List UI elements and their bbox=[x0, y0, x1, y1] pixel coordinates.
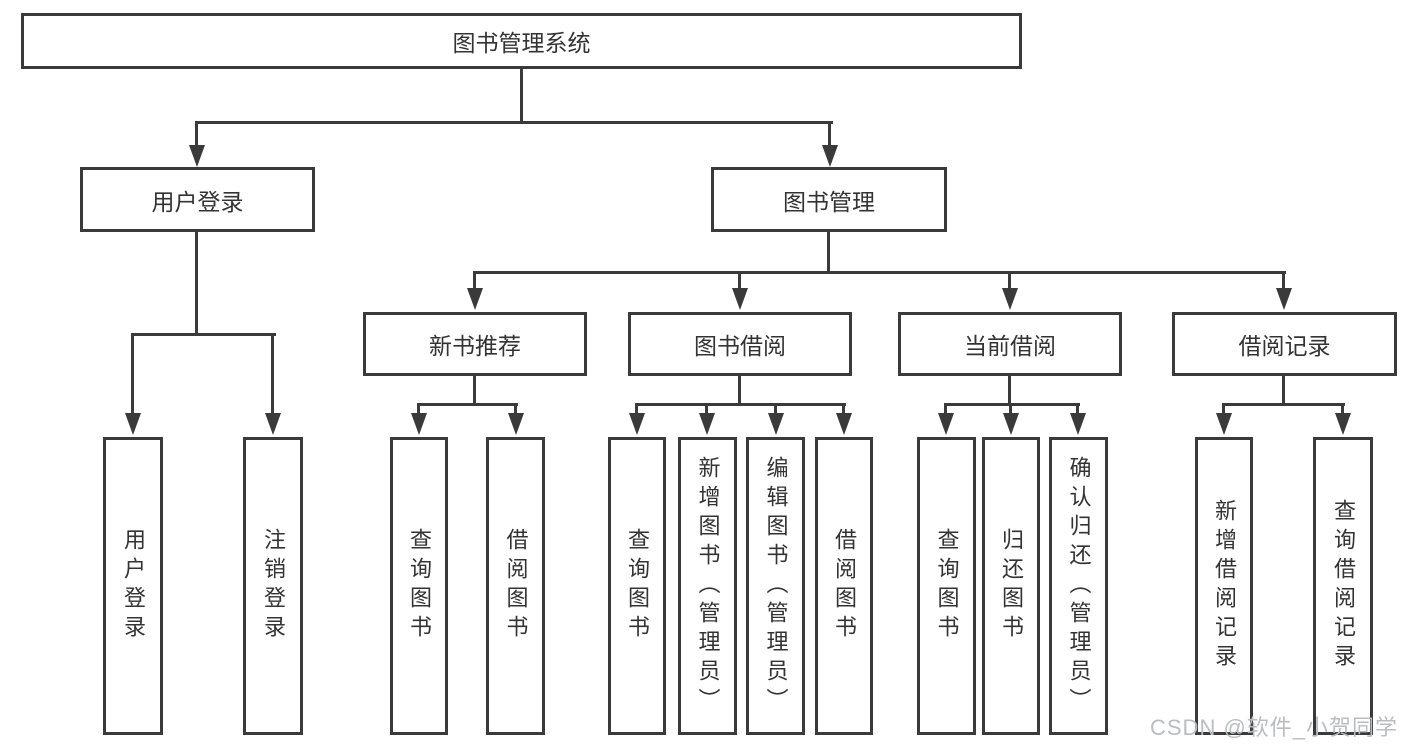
arrow-down-icon bbox=[508, 413, 524, 435]
node-bb-add-books-admin: 新增图书（管理员） bbox=[678, 437, 737, 735]
node-bb-edit-books-admin: 编辑图书（管理员） bbox=[746, 437, 805, 735]
node-cb-query-books: 查询图书 bbox=[917, 437, 976, 735]
node-borrowing-records: 借阅记录 bbox=[1172, 312, 1397, 376]
connector-line bbox=[417, 403, 420, 416]
arrow-down-icon bbox=[836, 413, 852, 435]
arrow-down-icon bbox=[732, 288, 748, 310]
connector-line bbox=[131, 333, 134, 415]
connector-line bbox=[1222, 403, 1225, 416]
node-cb-return-books: 归还图书 bbox=[982, 437, 1040, 735]
node-user-login: 用户登录 bbox=[80, 167, 315, 232]
connector-line bbox=[842, 403, 845, 416]
connector-line bbox=[1222, 403, 1345, 406]
connector-line bbox=[1282, 271, 1285, 291]
connector-line bbox=[738, 271, 741, 291]
node-nb-query-books: 查询图书 bbox=[390, 437, 448, 735]
connector-line bbox=[1008, 376, 1011, 406]
node-bb-borrow-books: 借阅图书 bbox=[815, 437, 873, 735]
node-label: 归还图书 bbox=[999, 528, 1024, 644]
node-nb-borrow-books: 借阅图书 bbox=[486, 437, 545, 735]
arrow-down-icon bbox=[189, 145, 205, 167]
node-label: 编辑图书（管理员） bbox=[763, 455, 789, 717]
node-label: 借阅记录 bbox=[1238, 333, 1331, 359]
node-label: 当前借阅 bbox=[964, 333, 1056, 359]
node-label: 确认归还（管理员） bbox=[1066, 455, 1092, 717]
node-label: 新增图书（管理员） bbox=[695, 455, 721, 717]
connector-line bbox=[1076, 403, 1079, 416]
node-label: 查询图书 bbox=[934, 528, 960, 644]
connector-line bbox=[944, 403, 947, 416]
arrow-down-icon bbox=[1335, 413, 1351, 435]
node-user-login-leaf: 用户登录 bbox=[103, 437, 163, 735]
connector-line bbox=[473, 376, 476, 406]
node-logout: 注销登录 bbox=[243, 437, 303, 735]
node-book-borrowing: 图书借阅 bbox=[628, 312, 852, 376]
arrow-down-icon bbox=[1003, 413, 1019, 435]
node-library-system: 图书管理系统 bbox=[21, 13, 1022, 69]
arrow-down-icon bbox=[1216, 413, 1232, 435]
arrow-down-icon bbox=[467, 288, 483, 310]
connector-line bbox=[944, 403, 1080, 406]
node-label: 查询借阅记录 bbox=[1331, 499, 1356, 673]
connector-line bbox=[1341, 403, 1344, 416]
arrow-down-icon bbox=[822, 145, 838, 167]
arrow-down-icon bbox=[265, 413, 281, 435]
connector-line bbox=[271, 333, 274, 415]
node-label: 注销登录 bbox=[261, 528, 286, 644]
node-label: 查询图书 bbox=[407, 528, 432, 644]
connector-line bbox=[195, 121, 198, 148]
node-label: 用户登录 bbox=[151, 188, 244, 215]
connector-line bbox=[774, 403, 777, 416]
node-bb-query-books: 查询图书 bbox=[608, 437, 666, 735]
connector-line bbox=[473, 271, 476, 291]
connector-line bbox=[827, 232, 830, 274]
node-book-management: 图书管理 bbox=[711, 167, 947, 232]
node-label: 查询图书 bbox=[625, 528, 650, 644]
connector-line bbox=[635, 403, 638, 416]
csdn-watermark: CSDN @软件_小贺同学 bbox=[1150, 715, 1399, 740]
arrow-down-icon bbox=[699, 413, 715, 435]
node-label: 图书借阅 bbox=[694, 333, 786, 359]
arrow-down-icon bbox=[1070, 413, 1086, 435]
connector-line bbox=[635, 403, 846, 406]
connector-line bbox=[1009, 403, 1012, 416]
connector-line bbox=[195, 232, 198, 336]
connector-line bbox=[828, 121, 831, 148]
connector-line bbox=[514, 403, 517, 416]
node-br-query-record: 查询借阅记录 bbox=[1313, 437, 1373, 735]
node-label: 新增借阅记录 bbox=[1212, 499, 1237, 673]
connector-line bbox=[131, 333, 276, 336]
connector-line bbox=[195, 121, 833, 124]
arrow-down-icon bbox=[938, 413, 954, 435]
node-label: 图书管理系统 bbox=[452, 30, 591, 56]
node-label: 新书推荐 bbox=[429, 333, 521, 359]
node-label: 图书管理 bbox=[783, 188, 875, 215]
arrow-down-icon bbox=[411, 413, 427, 435]
arrow-down-icon bbox=[768, 413, 784, 435]
node-br-add-record: 新增借阅记录 bbox=[1195, 437, 1253, 735]
arrow-down-icon bbox=[125, 413, 141, 435]
connector-line bbox=[738, 376, 741, 406]
connector-line bbox=[1008, 271, 1011, 291]
connector-line bbox=[705, 403, 708, 416]
node-new-book-recommend: 新书推荐 bbox=[363, 312, 587, 376]
connector-line bbox=[417, 403, 518, 406]
node-label: 用户登录 bbox=[121, 528, 146, 644]
connector-line bbox=[473, 271, 1286, 274]
node-current-borrowing: 当前借阅 bbox=[898, 312, 1122, 376]
connector-line bbox=[1282, 376, 1285, 406]
arrow-down-icon bbox=[1002, 288, 1018, 310]
node-label: 借阅图书 bbox=[832, 528, 857, 644]
arrow-down-icon bbox=[1276, 288, 1292, 310]
arrow-down-icon bbox=[629, 413, 645, 435]
node-label: 借阅图书 bbox=[503, 528, 529, 644]
node-cb-confirm-return-admin: 确认归还（管理员） bbox=[1049, 437, 1108, 735]
connector-line bbox=[520, 69, 523, 123]
